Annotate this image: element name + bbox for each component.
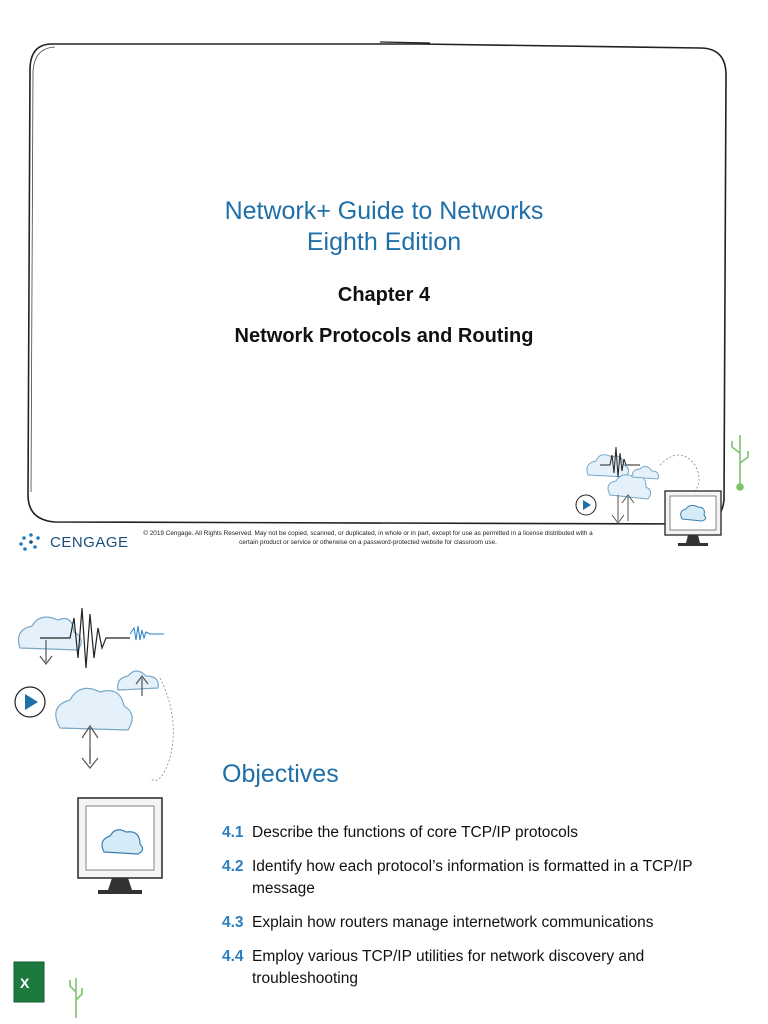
copyright-notice: © 2019 Cengage. All Rights Reserved. May…	[143, 530, 593, 546]
objectives-list: 4.1 Describe the functions of core TCP/I…	[222, 822, 742, 1002]
objective-number: 4.4	[222, 948, 244, 965]
chapter-subtitle: Network Protocols and Routing	[234, 325, 534, 347]
waveform-icon	[40, 607, 130, 669]
waveform-icon	[129, 625, 164, 641]
arrow-icon	[611, 494, 635, 524]
arrow-icon	[39, 640, 149, 769]
objective-item: 4.3 Explain how routers manage internetw…	[222, 912, 742, 934]
usb-icon	[69, 978, 83, 1018]
waveform-icon	[600, 446, 640, 478]
title-line-1: Network+ Guide to Networks	[224, 197, 544, 225]
play-icon	[575, 494, 597, 516]
objective-text: Explain how routers manage internetwork …	[252, 914, 654, 931]
monitor-icon	[77, 797, 163, 894]
objective-text: Employ various TCP/IP utilities for netw…	[252, 948, 645, 987]
cloud-icon	[586, 454, 659, 500]
chapter-label: Chapter 4	[337, 284, 431, 306]
cengage-logo: CENGAGE	[18, 532, 129, 552]
network-illustration-2: X	[13, 607, 174, 1018]
objective-item: 4.2 Identify how each protocol’s informa…	[222, 856, 742, 900]
objectives-heading: Objectives	[222, 760, 339, 788]
cengage-dots-icon	[19, 533, 40, 551]
network-illustration	[575, 435, 749, 546]
objectives-slide: X Objectives 4.1 Describe the functions …	[0, 578, 768, 1024]
title-line-2: Eighth Edition	[306, 228, 462, 256]
cloud-icon	[17, 616, 159, 731]
title-slide: Network+ Guide to Networks Eighth Editio…	[0, 41, 768, 552]
monitor-icon	[664, 490, 722, 546]
objective-item: 4.1 Describe the functions of core TCP/I…	[222, 822, 742, 844]
objective-number: 4.1	[222, 824, 244, 841]
title: Network+ Guide to Networks Eighth Editio…	[0, 196, 768, 258]
objective-text: Describe the functions of core TCP/IP pr…	[252, 824, 578, 841]
svg-text:X: X	[20, 975, 30, 991]
excel-icon: X	[13, 961, 45, 1003]
objective-number: 4.3	[222, 914, 244, 931]
objective-number: 4.2	[222, 858, 244, 875]
logo-text: CENGAGE	[50, 533, 129, 551]
objective-item: 4.4 Employ various TCP/IP utilities for …	[222, 946, 742, 990]
usb-icon	[731, 435, 749, 491]
play-icon	[14, 686, 46, 718]
objective-text: Identify how each protocol’s information…	[252, 858, 693, 897]
